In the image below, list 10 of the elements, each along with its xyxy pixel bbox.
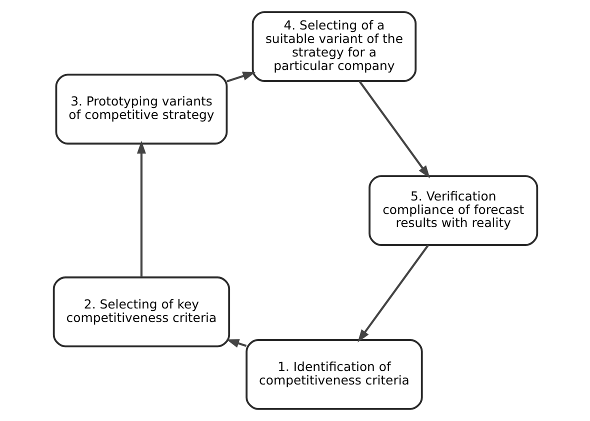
node-box: 4. Selecting of a suitable variant of the strategy for a particular company xyxy=(251,11,416,82)
arrow xyxy=(358,80,430,178)
node-box: 1. Identification of competitiveness criteria xyxy=(245,339,422,410)
node-box: 2. Selecting of key competitiveness criteria xyxy=(52,276,230,348)
arrow xyxy=(226,339,246,348)
arrow xyxy=(136,140,146,277)
node-box: 3. Prototyping variants of competitive strategy xyxy=(54,74,228,145)
arrow xyxy=(226,72,256,82)
node-box: 5. Verification compliance of forecast results with reality xyxy=(368,175,538,246)
arrow xyxy=(357,244,428,342)
